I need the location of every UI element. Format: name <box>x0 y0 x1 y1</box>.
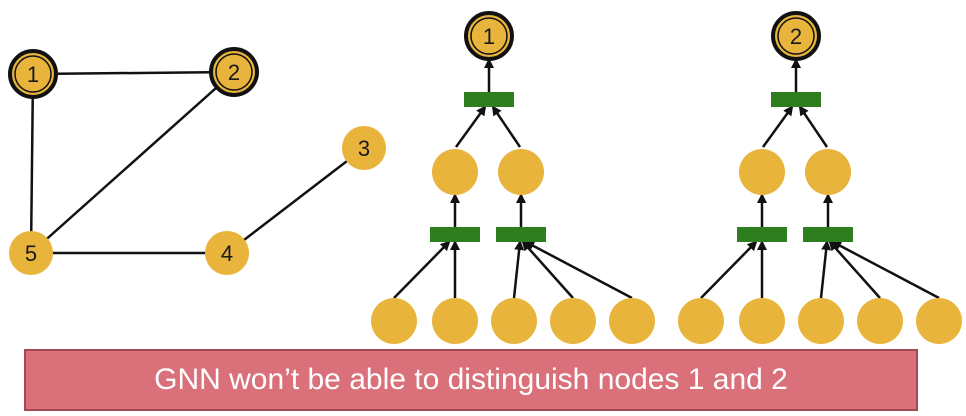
tree-root-label: 2 <box>790 24 802 49</box>
tree-node <box>739 149 785 195</box>
graph-node-3: 3 <box>342 126 386 170</box>
tree1-edge <box>512 240 525 299</box>
tree-node <box>609 298 655 344</box>
tree-node <box>371 298 417 344</box>
tree-node <box>798 298 844 344</box>
tree-node <box>805 149 851 195</box>
tree2-edge <box>761 105 794 148</box>
computation-tree-node-2: 2 <box>678 11 962 344</box>
tree1-edge <box>524 240 633 300</box>
tree2-edge <box>798 105 829 148</box>
tree-node <box>432 298 478 344</box>
aggregator-box <box>737 227 787 242</box>
tree-node <box>491 298 537 344</box>
graph-edge-4-3 <box>226 147 365 254</box>
gnn-diagram: 1 2 3 4 5 <box>8 11 962 344</box>
tree1-edge <box>521 240 574 299</box>
graph-node-5-label: 5 <box>25 241 37 266</box>
tree-node <box>498 149 544 195</box>
tree2-edge <box>700 240 758 299</box>
graph-node-5: 5 <box>9 231 53 275</box>
tree-node <box>739 298 785 344</box>
tree-node <box>432 149 478 195</box>
aggregator-box <box>771 92 821 107</box>
tree-root-node-2: 2 <box>771 11 821 61</box>
graph-edge-1-5 <box>29 73 35 254</box>
graph-node-2-label: 2 <box>228 60 240 85</box>
input-graph: 1 2 3 4 5 <box>8 47 386 275</box>
aggregator-box <box>430 227 480 242</box>
tree-root-node-1: 1 <box>464 11 514 61</box>
conclusion-banner: GNN won’t be able to distinguish nodes 1… <box>24 349 918 411</box>
computation-tree-node-1: 1 <box>371 11 655 344</box>
graph-node-4: 4 <box>205 231 249 275</box>
tree1-edge <box>491 105 522 148</box>
tree-node <box>857 298 903 344</box>
tree-node <box>550 298 596 344</box>
graph-edge-2-5 <box>30 71 235 254</box>
aggregator-box <box>496 227 546 242</box>
tree-node <box>916 298 962 344</box>
tree2-edge <box>828 240 881 299</box>
tree2-edge <box>819 240 832 299</box>
tree1-edge <box>393 240 451 299</box>
aggregator-box <box>803 227 853 242</box>
graph-node-1: 1 <box>8 49 58 99</box>
graph-edge-1-2 <box>32 70 235 76</box>
tree-node <box>678 298 724 344</box>
graph-node-4-label: 4 <box>221 241 233 266</box>
conclusion-text: GNN won’t be able to distinguish nodes 1… <box>154 363 788 396</box>
tree-root-label: 1 <box>483 24 495 49</box>
graph-node-3-label: 3 <box>358 136 370 161</box>
tree1-edge <box>454 105 487 148</box>
graph-node-2: 2 <box>209 47 259 97</box>
tree2-edge <box>831 240 940 300</box>
aggregator-box <box>464 92 514 107</box>
graph-node-1-label: 1 <box>27 62 39 87</box>
